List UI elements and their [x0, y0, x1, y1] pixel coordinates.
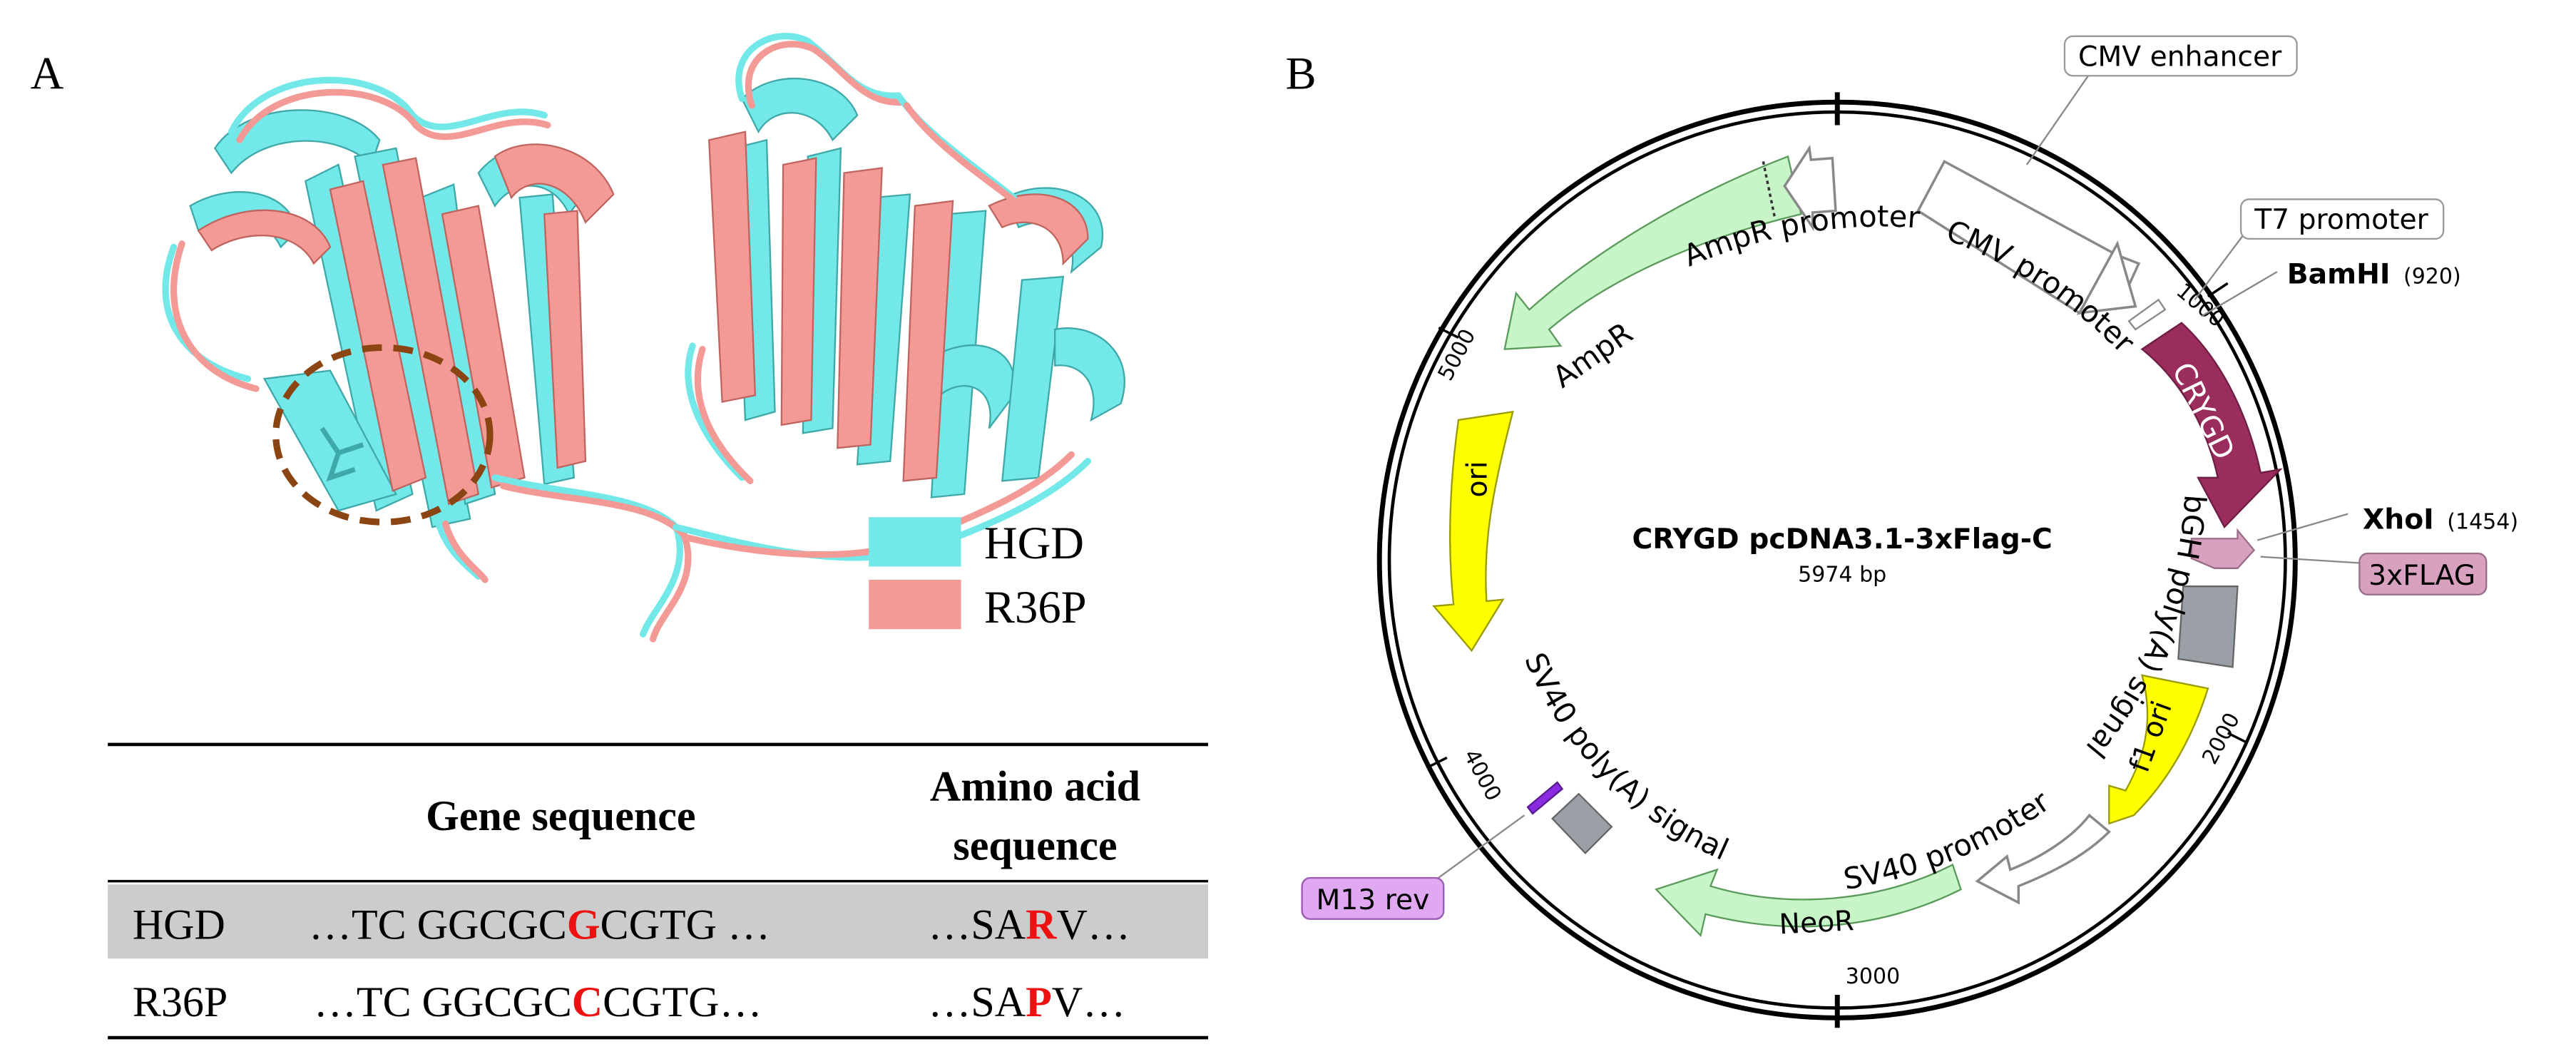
- feature-ampr-label: AmpR: [1546, 315, 1639, 394]
- mutation-residue-p: P: [1026, 978, 1052, 1025]
- label-cmv-enhancer: CMV enhancer: [2078, 41, 2282, 73]
- sequence-table: Gene sequence Amino acid sequence HGD …T…: [108, 742, 1208, 1040]
- plasmid-backbone-inner: [1387, 110, 2287, 1010]
- table-row-hgd-aa: …SARV…: [928, 900, 1130, 948]
- feature-neor-arrow: [1655, 863, 1962, 938]
- label-bamhi: BamHI(920): [2287, 258, 2461, 290]
- legend-swatch-r36p: [869, 579, 961, 630]
- mutation-site-circle: [272, 344, 494, 526]
- panel-b-label: B: [1286, 48, 1317, 99]
- label-box-3xflag: [2358, 552, 2488, 595]
- feature-ori-arrow: [1432, 410, 1514, 653]
- backbone-ticks: [1426, 92, 2249, 1028]
- label-box-t7-promoter: [2239, 198, 2445, 240]
- legend-label-hgd: HGD: [984, 517, 1084, 568]
- feature-crygd-arrow: [2140, 322, 2283, 529]
- table-row-hgd-shade: [108, 884, 1208, 959]
- structure-legend: HGD R36P: [869, 517, 1087, 633]
- mutation-residue-r: R: [1026, 900, 1057, 948]
- feature-ampr-promoter-arrow: [1783, 145, 1837, 232]
- label-box-cmv-enhancer: [2063, 35, 2298, 77]
- plasmid-size: 5974 bp: [1798, 562, 1886, 587]
- feature-m13-marker: [1526, 781, 1564, 815]
- feature-ampr-dotted: [1762, 160, 1777, 218]
- table-row-r36p-aa: …SAPV…: [928, 978, 1125, 1025]
- feature-ampr-arrow: [1503, 155, 1802, 350]
- feature-t7-marker: [2127, 298, 2167, 331]
- plasmid-name: CRYGD pcDNA3.1-3xFlag-C: [1632, 523, 2053, 556]
- feature-cmv-arrowhead: [2077, 240, 2137, 314]
- callout-lines: [1433, 73, 2365, 882]
- protein-structure-illustration: [162, 33, 1125, 643]
- label-3xflag: 3xFLAG: [2368, 560, 2475, 592]
- header-amino-acid-line1: Amino acid: [930, 762, 1140, 809]
- feature-f1ori-arrow: [2108, 674, 2209, 825]
- table-row-r36p-gene: …TC GGCGCCCGTG…: [314, 978, 762, 1025]
- header-gene-sequence: Gene sequence: [426, 792, 695, 839]
- feature-sv40-promoter-arrow: [1975, 813, 2111, 905]
- label-m13-rev: M13 rev: [1316, 884, 1429, 916]
- feature-sv40-polya-label: SV40 poly(A) signal: [1518, 648, 1734, 867]
- label-box-m13-rev: [1301, 876, 1445, 920]
- label-xhoi: XhoI(1454): [2363, 503, 2518, 536]
- tick-label-4000: 4000: [1458, 745, 1506, 805]
- feature-bgh-block: [2177, 585, 2239, 668]
- feature-3xflag-arrow: [2190, 528, 2256, 569]
- feature-ori-label: ori: [1461, 461, 1493, 497]
- panel-a-label: A: [31, 48, 64, 99]
- plasmid-backbone-outer: [1376, 99, 2298, 1020]
- feature-sv40-polya-block: [1551, 792, 1613, 855]
- tick-label-3000: 3000: [1846, 964, 1900, 989]
- legend-label-r36p: R36P: [984, 581, 1087, 633]
- legend-swatch-hgd: [869, 517, 961, 567]
- label-t7-promoter: T7 promoter: [2254, 204, 2428, 236]
- table-row-hgd-gene: …TC GGCGCGCGTG …: [309, 900, 770, 948]
- feature-neor-label: NeoR: [1779, 905, 1855, 941]
- table-row-hgd-name: HGD: [133, 900, 225, 948]
- mutation-base-c: C: [572, 978, 603, 1025]
- mutation-base-g: G: [567, 900, 600, 948]
- table-row-r36p-name: R36P: [133, 978, 228, 1025]
- header-amino-acid-line2: sequence: [953, 822, 1117, 869]
